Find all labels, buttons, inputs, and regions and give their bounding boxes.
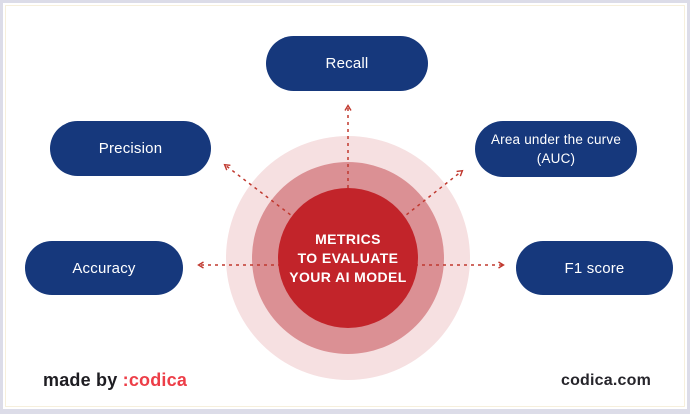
center-line-2: TO EVALUATE [297,249,399,266]
center-line-3: YOUR AI MODEL [289,268,407,285]
node-accuracy: Accuracy [25,241,183,295]
arrow-to-precision [223,163,297,220]
node-f1-score-label: F1 score [564,259,625,277]
node-f1-score: F1 score [516,241,673,295]
node-precision: Precision [50,121,211,176]
node-auc-label-line2: (AUC) [536,151,576,166]
node-recall-label: Recall [325,55,369,72]
made-by-credit: made by :codica [43,370,187,391]
node-accuracy-label: Accuracy [72,259,136,277]
site-url: codica.com [560,372,651,389]
made-by-text: made by [43,370,118,390]
center-topic-circle: METRICS TO EVALUATE YOUR AI MODEL [278,188,418,328]
node-recall: Recall [266,36,428,91]
node-auc-label-line1: Area under the curve [490,132,622,147]
node-auc: Area under the curve (AUC) [475,121,637,177]
codica-logo: :codica [122,370,188,390]
arrow-to-auc [400,169,464,220]
center-line-1: METRICS [315,230,381,247]
node-precision-label: Precision [98,140,163,157]
arrows-layer [197,104,505,269]
